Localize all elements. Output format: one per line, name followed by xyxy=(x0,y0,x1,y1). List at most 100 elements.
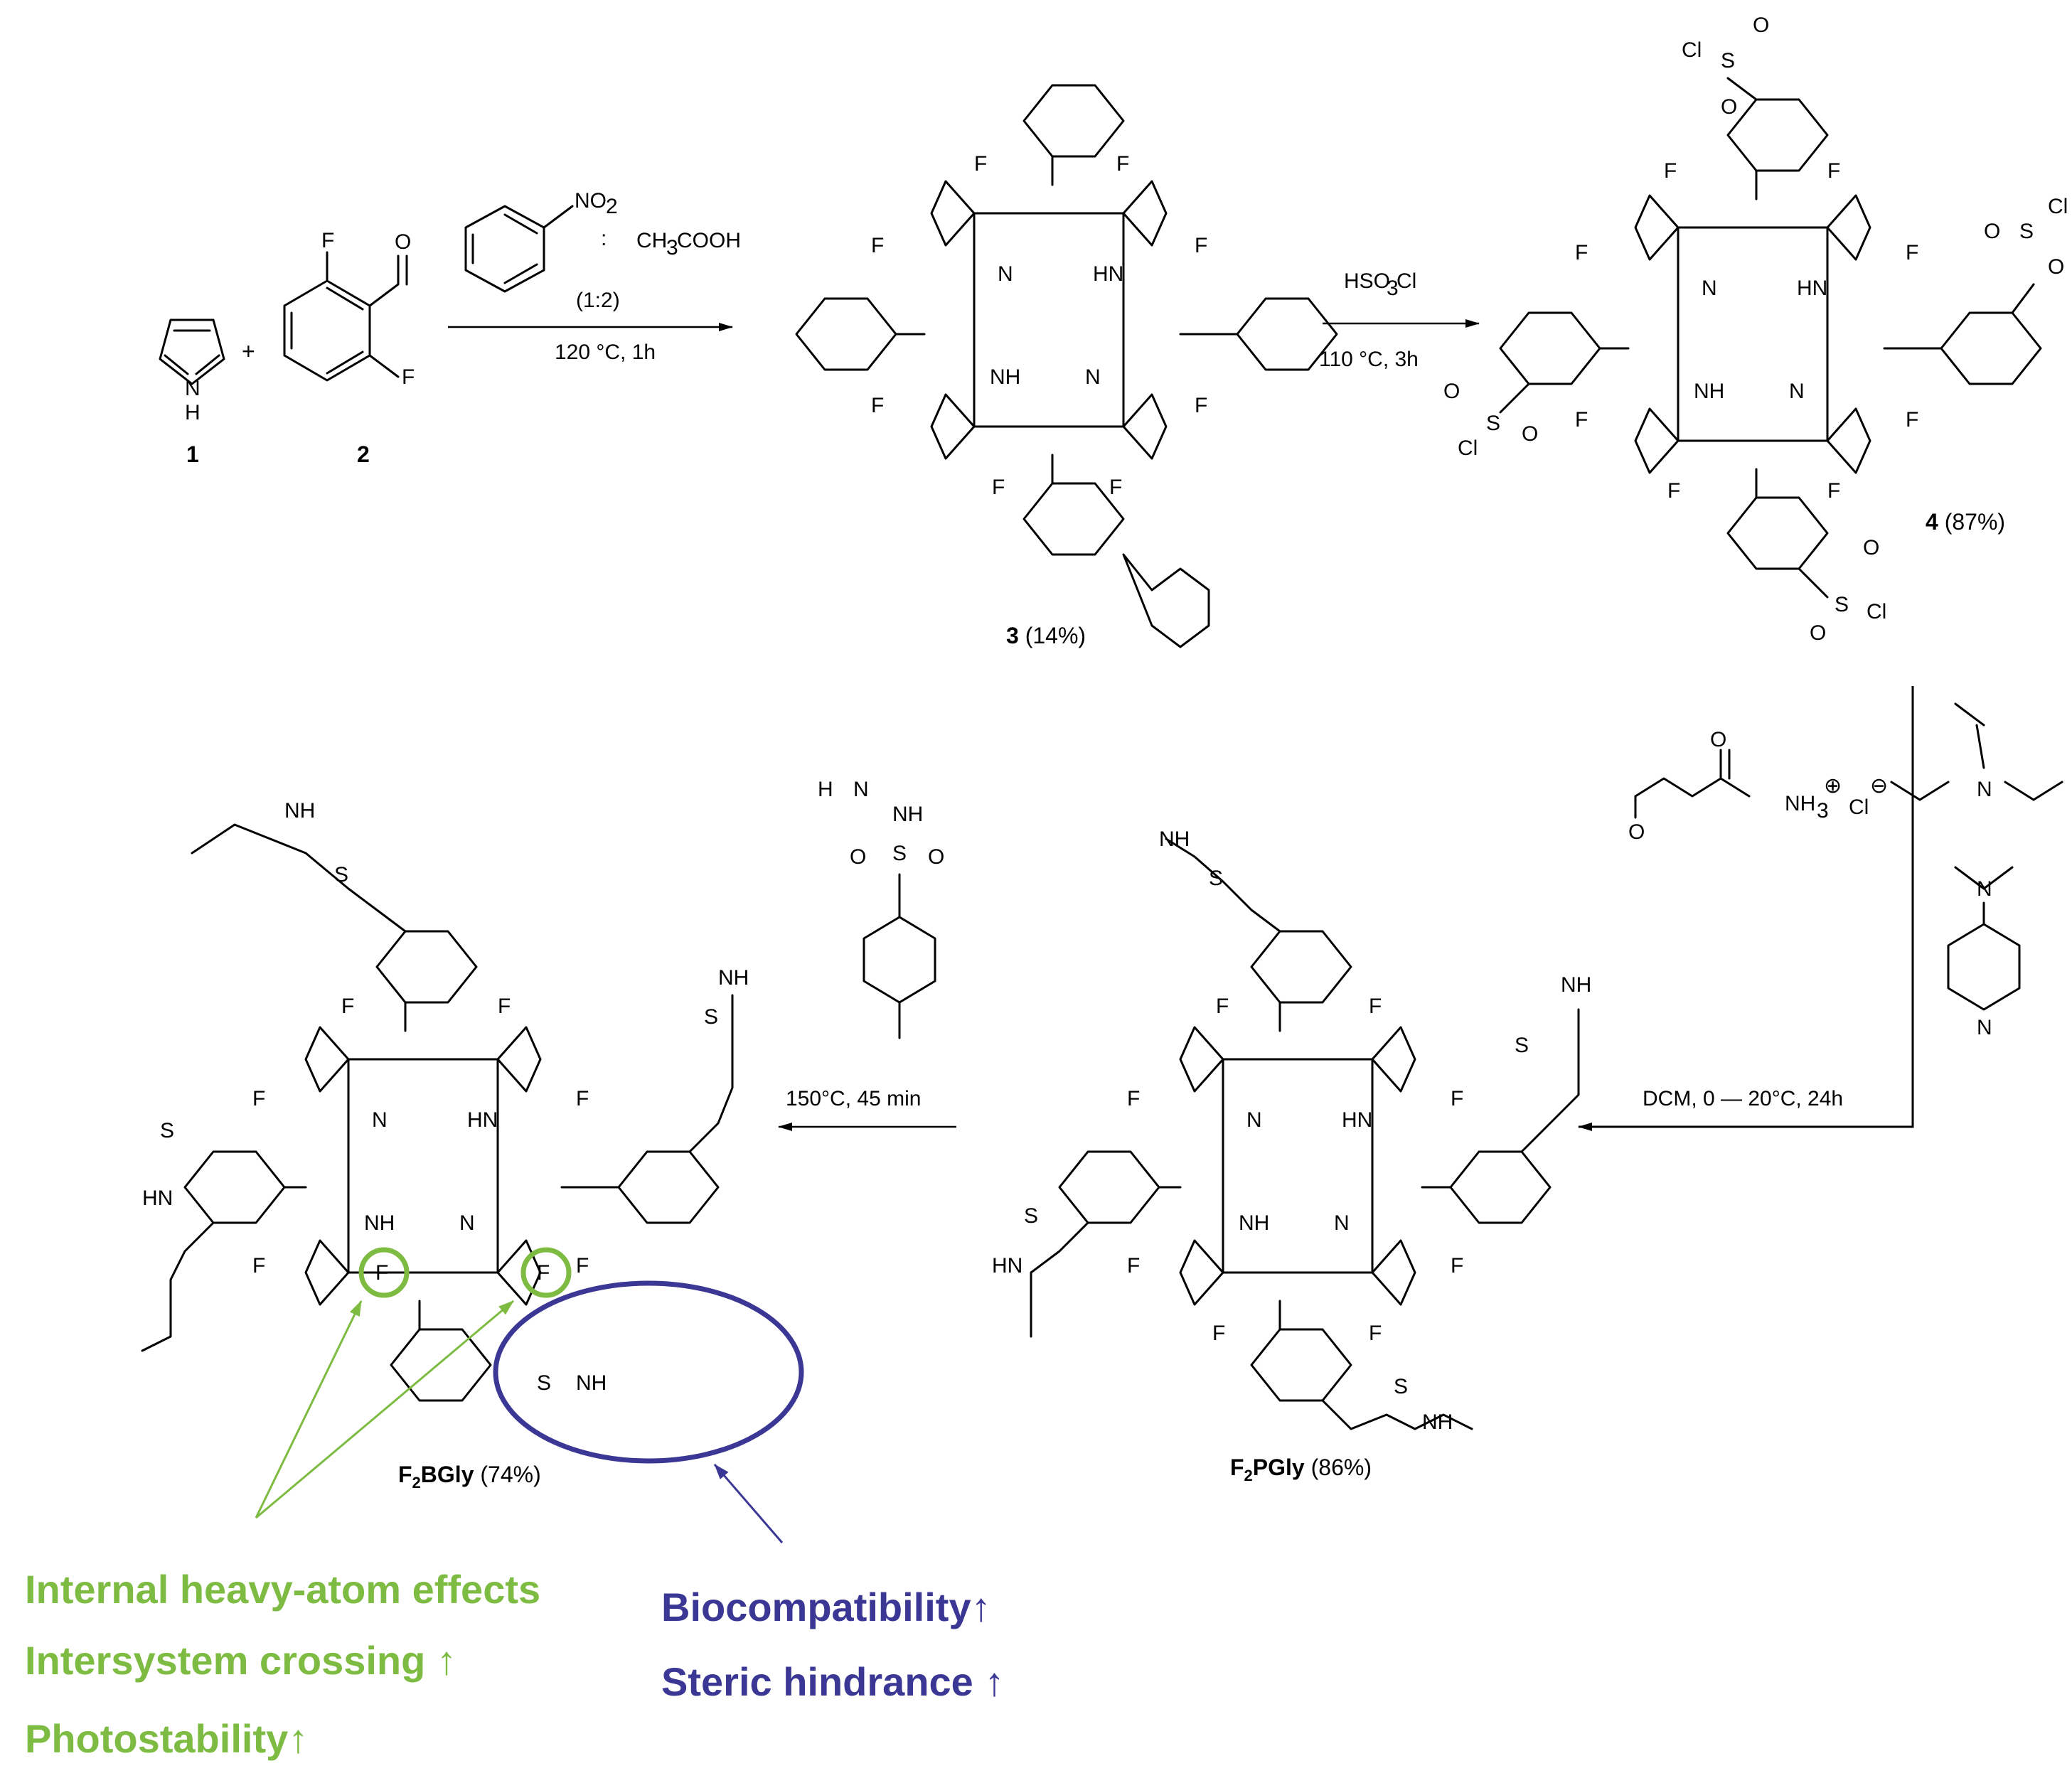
pg-nh3: HN xyxy=(992,1254,1022,1278)
bg-n2: N xyxy=(459,1211,475,1235)
note-photostability: Photostability↑ xyxy=(25,1716,308,1761)
p4-o4: O xyxy=(2048,255,2064,279)
p4-s3: S xyxy=(1486,412,1500,435)
plus-sign: + xyxy=(242,338,255,364)
pg-s4: S xyxy=(1394,1375,1408,1398)
bg-f6: F xyxy=(576,1254,589,1278)
pg-f3: F xyxy=(1127,1087,1140,1110)
p4-o8: O xyxy=(1810,621,1826,645)
f2pgly-structure: N HN NH N F F F F F F F F S NH S NH S HN… xyxy=(992,828,1591,1434)
p3-n1: N xyxy=(998,262,1013,286)
p4-cl1: Cl xyxy=(1682,38,1702,62)
triethylamine-n: N xyxy=(1977,778,1992,801)
acetic-acid-sub: 3 xyxy=(666,236,678,259)
step1-ratio: (1:2) xyxy=(576,289,620,312)
note-steric: Steric hindrance ↑ xyxy=(661,1659,1004,1704)
hydrazide-h2n: H xyxy=(818,778,833,801)
p3-nh: NH xyxy=(990,365,1020,389)
green-arrow-right xyxy=(255,1300,514,1519)
fluorine-highlight-left xyxy=(358,1247,410,1298)
bg-nh1: NH xyxy=(284,799,315,823)
p4-o6: O xyxy=(1522,422,1538,446)
pg-hn: HN xyxy=(1342,1108,1372,1132)
p3-f4: F xyxy=(871,394,884,417)
pg-f8: F xyxy=(1369,1322,1382,1345)
p4-f3: F xyxy=(1575,241,1588,264)
bg-f7: F xyxy=(375,1261,388,1285)
p4-s4: S xyxy=(1835,593,1849,616)
step4-conditions: 150°C, 45 min xyxy=(786,1087,921,1110)
nitro-label: NO xyxy=(575,189,607,213)
hydrazide-n: N xyxy=(853,778,869,801)
step3-reagents: O O NH 3 ⊕ Cl ⊖ N N N xyxy=(1628,702,2063,1039)
p4-o7: O xyxy=(1863,536,1879,559)
f2bgly-structure: N HN NH N F F F F F F F F S NH S NH S HN… xyxy=(141,799,749,1402)
p4-f1: F xyxy=(1664,159,1677,183)
nitro-subscript: 2 xyxy=(606,195,618,218)
bg-f2: F xyxy=(498,995,511,1018)
minus-charge: ⊖ xyxy=(1870,774,1888,798)
bg-nh2: NH xyxy=(718,966,749,990)
pg-nh1: NH xyxy=(1159,828,1190,851)
p3-f8: F xyxy=(1109,476,1122,499)
glycine-o-ester: O xyxy=(1628,820,1645,844)
step3-arrow xyxy=(1578,686,1914,1131)
bg-s1: S xyxy=(334,863,348,887)
compound-4-label: 4 (87%) xyxy=(1926,509,2005,535)
bg-s2: S xyxy=(704,1005,718,1029)
note-biocompatibility: Biocompatibility↑ xyxy=(661,1585,991,1629)
f2pgly-label: F2PGly (86%) xyxy=(1230,1455,1372,1484)
p3-f1: F xyxy=(974,152,987,176)
p4-cl4: Cl xyxy=(1867,600,1886,623)
bg-nh3: HN xyxy=(142,1187,173,1210)
bg-n1: N xyxy=(372,1108,388,1132)
hydrazide-o2: O xyxy=(928,845,944,869)
pg-f4: F xyxy=(1127,1254,1140,1278)
p3-hn: HN xyxy=(1093,262,1123,286)
p4-o3: O xyxy=(1984,220,2000,243)
fluorine-highlight-right xyxy=(520,1247,572,1298)
dmap-n1: N xyxy=(1977,877,1992,901)
pg-f1: F xyxy=(1216,995,1229,1018)
step2-reagent-a: HSO xyxy=(1344,269,1390,293)
difluorobenzaldehyde-structure: F O F xyxy=(283,229,415,389)
p3-f2: F xyxy=(1116,152,1129,176)
bg-nh4: NH xyxy=(576,1371,607,1395)
bg-s4: S xyxy=(537,1371,551,1395)
p4-s1: S xyxy=(1721,49,1735,73)
p4-f5: F xyxy=(1906,241,1918,264)
p3-n2: N xyxy=(1085,365,1101,389)
step1-conditions: 120 °C, 1h xyxy=(555,341,656,364)
pyrrole-structure: N H xyxy=(159,318,225,424)
pg-s3: S xyxy=(1024,1204,1038,1228)
pg-nh: NH xyxy=(1239,1211,1269,1235)
tosylhydrazide-structure: H N NH S O O xyxy=(818,778,944,1039)
p4-f8: F xyxy=(1827,479,1840,503)
glycine-amine-sub: 3 xyxy=(1817,799,1829,823)
bg-s3: S xyxy=(160,1119,174,1142)
p4-cl3: Cl xyxy=(1458,437,1478,460)
chloride: Cl xyxy=(1849,796,1869,819)
step2-reagent-c: Cl xyxy=(1397,269,1416,293)
step2-reagent-b: 3 xyxy=(1387,277,1399,300)
p3-f6: F xyxy=(1195,394,1207,417)
step2-conditions: 110 °C, 3h xyxy=(1319,348,1419,371)
p4-o5: O xyxy=(1443,380,1460,403)
pg-s2: S xyxy=(1515,1034,1529,1057)
step3-conditions: DCM, 0 — 20°C, 24h xyxy=(1643,1087,1843,1110)
p4-f7: F xyxy=(1667,479,1680,503)
p4-n2: N xyxy=(1789,380,1805,403)
pg-n1: N xyxy=(1246,1108,1262,1132)
p4-f6: F xyxy=(1906,408,1918,432)
pg-nh2: NH xyxy=(1561,973,1591,997)
porphyrin-4-structure: N HN NH N F F F F F F F F S Cl O O S Cl … xyxy=(1443,14,2068,645)
pg-s1: S xyxy=(1209,867,1223,890)
p4-n1: N xyxy=(1702,277,1717,300)
pg-f7: F xyxy=(1212,1322,1225,1345)
p3-f7: F xyxy=(992,476,1005,499)
p4-nh: NH xyxy=(1694,380,1724,403)
note-heavy-atom: Internal heavy-atom effects xyxy=(25,1567,540,1612)
compound-1-label: 1 xyxy=(186,441,199,467)
aldehyde-f-top: F xyxy=(321,229,334,252)
